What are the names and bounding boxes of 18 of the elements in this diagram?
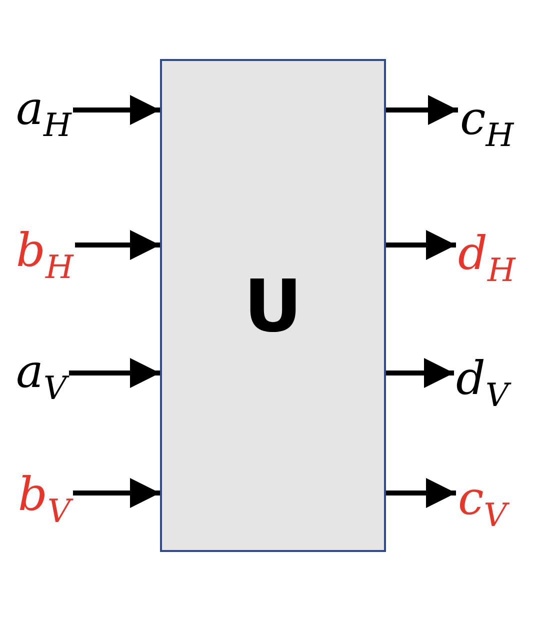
arrow bbox=[73, 478, 160, 508]
signal-label: d$_{H}$ bbox=[458, 225, 516, 281]
signal-label: b$_{H}$ bbox=[16, 222, 74, 278]
arrow bbox=[75, 230, 160, 260]
signal-label: c$_{H}$ bbox=[460, 90, 514, 146]
signal-label: b$_{V}$ bbox=[18, 466, 71, 522]
signal-label: a$_{H}$ bbox=[16, 80, 72, 136]
signal-label: c$_{V}$ bbox=[458, 470, 507, 526]
arrow bbox=[386, 230, 456, 260]
arrow bbox=[386, 478, 456, 508]
arrow bbox=[73, 95, 160, 125]
box-label: U bbox=[242, 264, 304, 348]
signal-label: d$_{V}$ bbox=[456, 350, 509, 406]
arrow bbox=[386, 95, 458, 125]
process-box bbox=[160, 59, 386, 552]
signal-label: a$_{V}$ bbox=[16, 343, 67, 399]
arrow bbox=[386, 358, 454, 388]
arrow bbox=[69, 358, 160, 388]
